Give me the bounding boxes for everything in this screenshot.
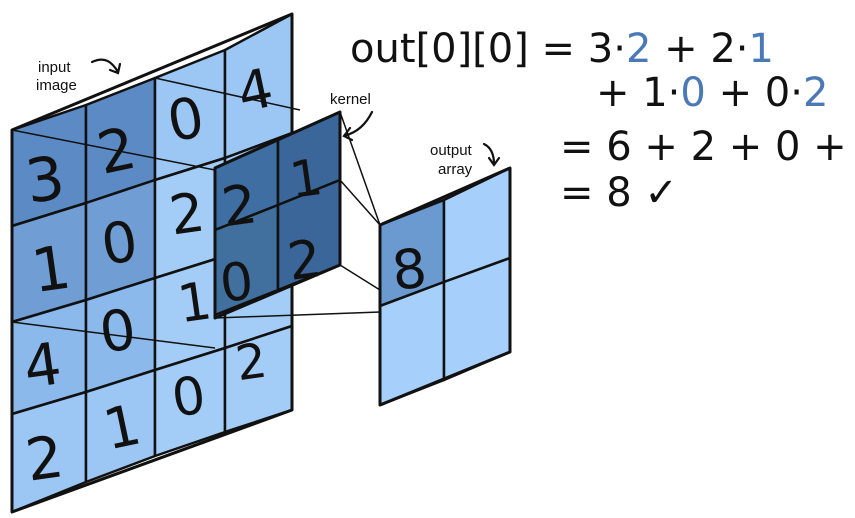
input-grid-border [10,12,294,514]
projection-lines-input [11,77,301,349]
equation-line-2: + 1·0 + 0·2 [596,70,828,116]
kernel-digit: 2 [284,229,325,293]
kernel-digit: 0 [217,252,256,315]
equation-highlight: 1 [749,26,774,72]
input-image-label: image [36,77,77,94]
kernel-digits: 2 1 0 2 [217,148,326,315]
equation-text: + 1· [596,70,680,116]
input-digit: 1 [174,271,215,335]
kernel-grid [213,110,342,320]
equation-highlight: 2 [626,26,651,72]
input-image-grid [10,12,294,514]
input-label-arrow-icon [90,58,122,75]
equation-highlight: 0 [680,70,705,116]
equation-line-4: = 8 ✓ [560,170,678,216]
output-grid [378,166,512,407]
kernel-label-arrow-icon [342,110,374,142]
equation-highlight: 2 [803,70,828,116]
equation-text: + 0· [706,70,803,116]
equation-text: out[0][0] = 3· [350,26,626,72]
kernel-label: kernel [330,91,371,108]
equation-line-1: out[0][0] = 3·2 + 2·1 [350,26,774,72]
output-digit: 8 [389,236,430,302]
equation-text: + 2· [651,26,748,72]
input-digit: 0 [168,365,209,429]
input-image-label: input [38,59,71,76]
output-border [378,166,512,407]
equation: out[0][0] = 3·2 + 2·1 + 1·0 + 0·2 = 6 + … [350,26,855,216]
equation-line-3: = 6 + 2 + 0 + 0 [560,124,855,170]
output-array-label: array [438,161,473,178]
output-array-label: output [430,142,473,159]
output-label-arrow-icon [482,142,501,167]
